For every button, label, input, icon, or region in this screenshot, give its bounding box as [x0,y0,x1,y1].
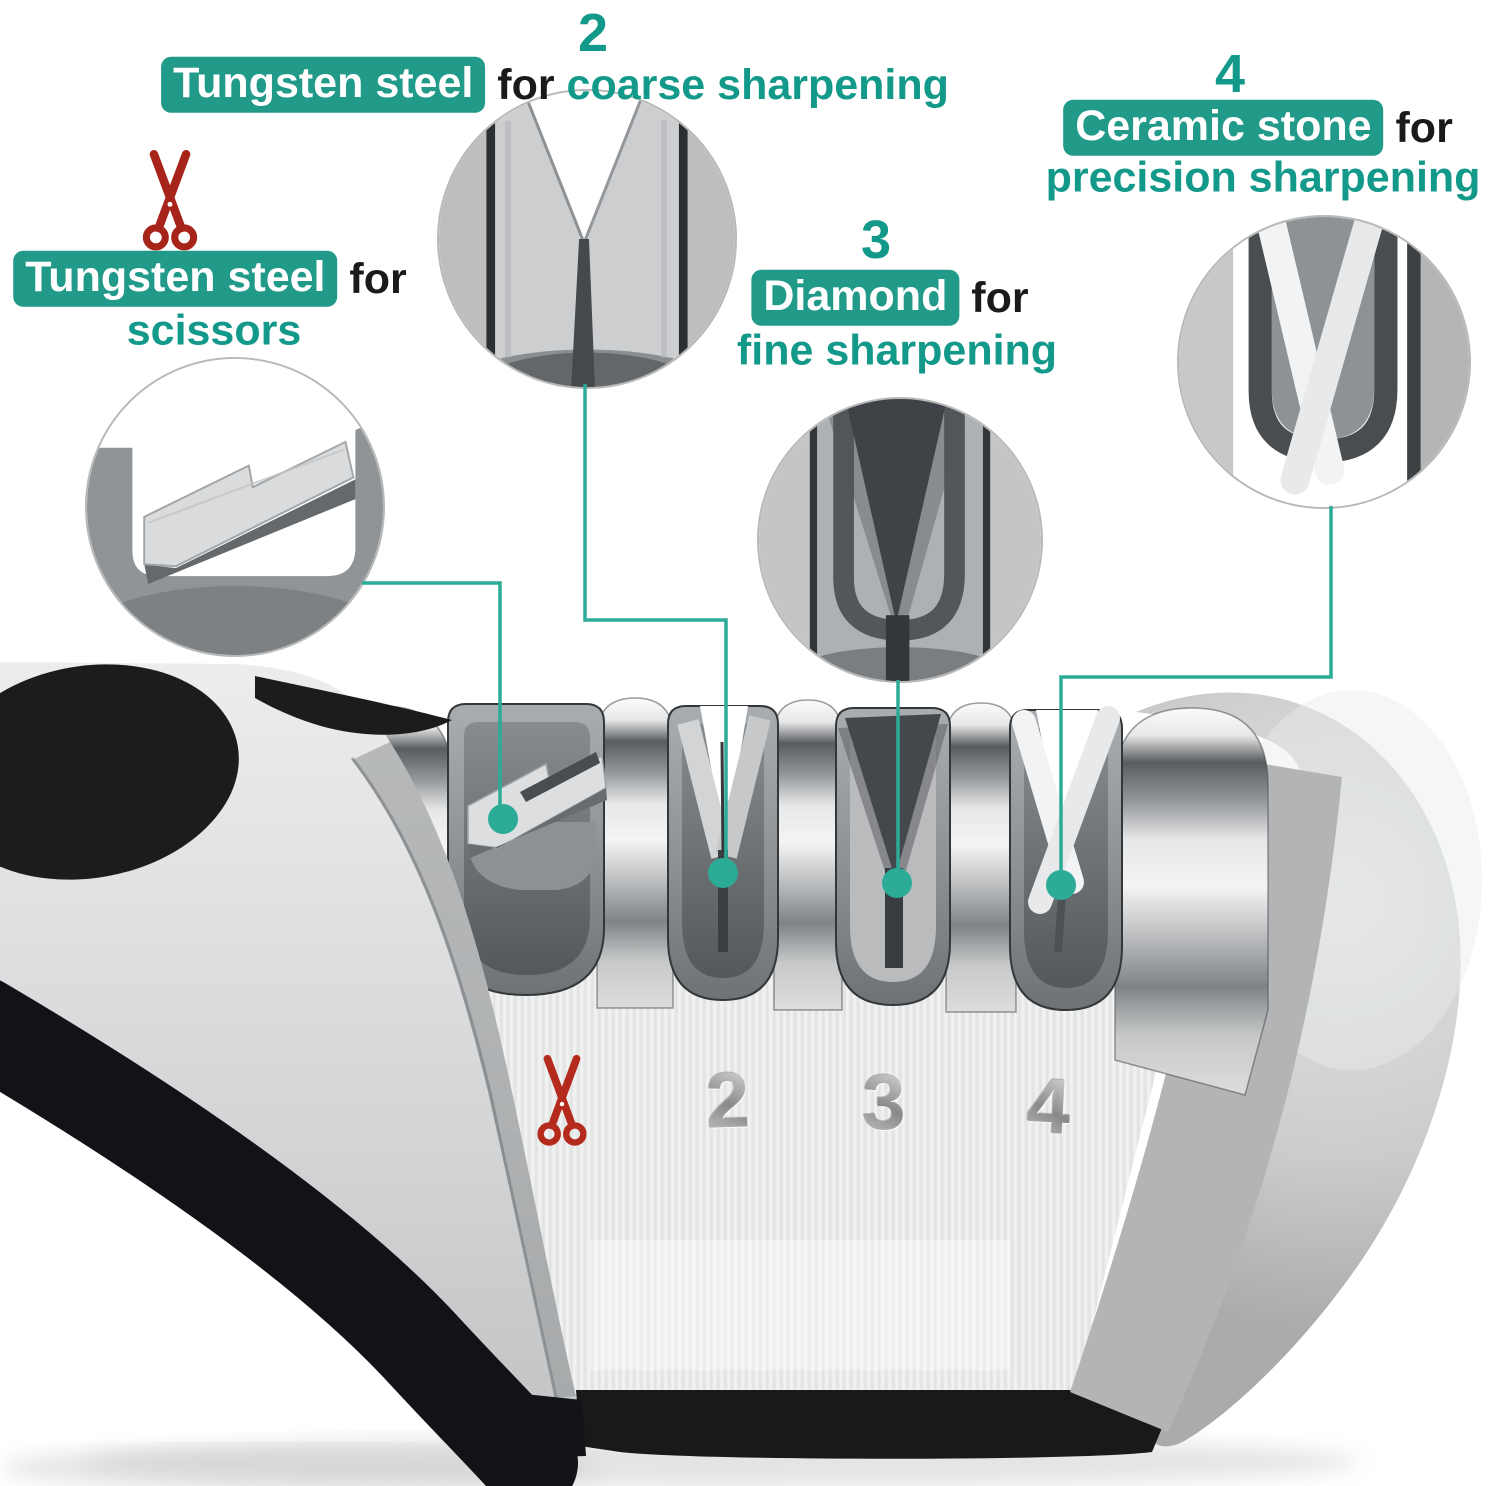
slot-coarse [667,705,779,1002]
annotation-coarse-number: 2 [577,3,609,63]
handle-rubber-bottom [0,980,578,1486]
highlight-tungsten-steel: Tungsten steel [13,250,338,308]
callout-dot-coarse [708,858,738,888]
face-watermark [590,1240,1010,1370]
inset-scissors-slot [85,357,385,657]
slot-fine [835,707,951,1007]
annotation-precision-line1: Ceramic stone for [1063,99,1453,157]
face-number-4: 4 [1025,1060,1073,1152]
handle-rubber-top [0,664,452,880]
highlight-ceramic-stone: Ceramic stone [1063,99,1384,157]
scissors-icon [138,149,202,259]
annotation-fine-line1: Diamond for [751,269,1029,327]
annotation-scissors-line2: scissors [126,306,302,355]
inset-coarse-slot [437,89,737,389]
annotation-fine-line2: fine sharpening [736,326,1058,375]
highlight-diamond: Diamond [751,269,960,327]
handle-body [0,662,582,1452]
end-cap [1136,692,1461,1447]
annotation-coarse-line: Tungsten steel for coarse sharpening [161,56,949,114]
tungsten-scissor-blade [467,754,607,849]
callout-dot-fine [882,868,912,898]
slot-precision [1009,706,1123,1012]
callout-dot-precision [1046,870,1076,900]
face-number-2: 2 [704,1055,752,1145]
face-number-3: 3 [862,1058,906,1146]
inset-precision-slot [1177,215,1471,509]
inset-fine-slot [757,397,1043,683]
steel-face [330,758,1235,1392]
ground-shadow [80,1436,1360,1486]
connector-scissors [362,581,502,818]
callout-dot-scissors [488,804,518,834]
side-band [1070,758,1342,1432]
annotation-fine-number: 3 [860,210,892,270]
base-strip [576,1390,1162,1459]
annotation-precision-number: 4 [1214,44,1246,104]
steel-fingers [297,697,1269,1096]
connector-coarse [583,384,728,872]
scissor-slot-ledge [468,822,596,890]
annotation-precision-line2: precision sharpening [1045,153,1481,202]
slot-scissors [447,703,607,997]
connector-precision [1059,506,1333,884]
highlight-tungsten-steel-2: Tungsten steel [161,56,486,114]
annotation-scissors-line1: Tungsten steel for [13,250,407,308]
face-scissors-icon [536,1054,588,1154]
